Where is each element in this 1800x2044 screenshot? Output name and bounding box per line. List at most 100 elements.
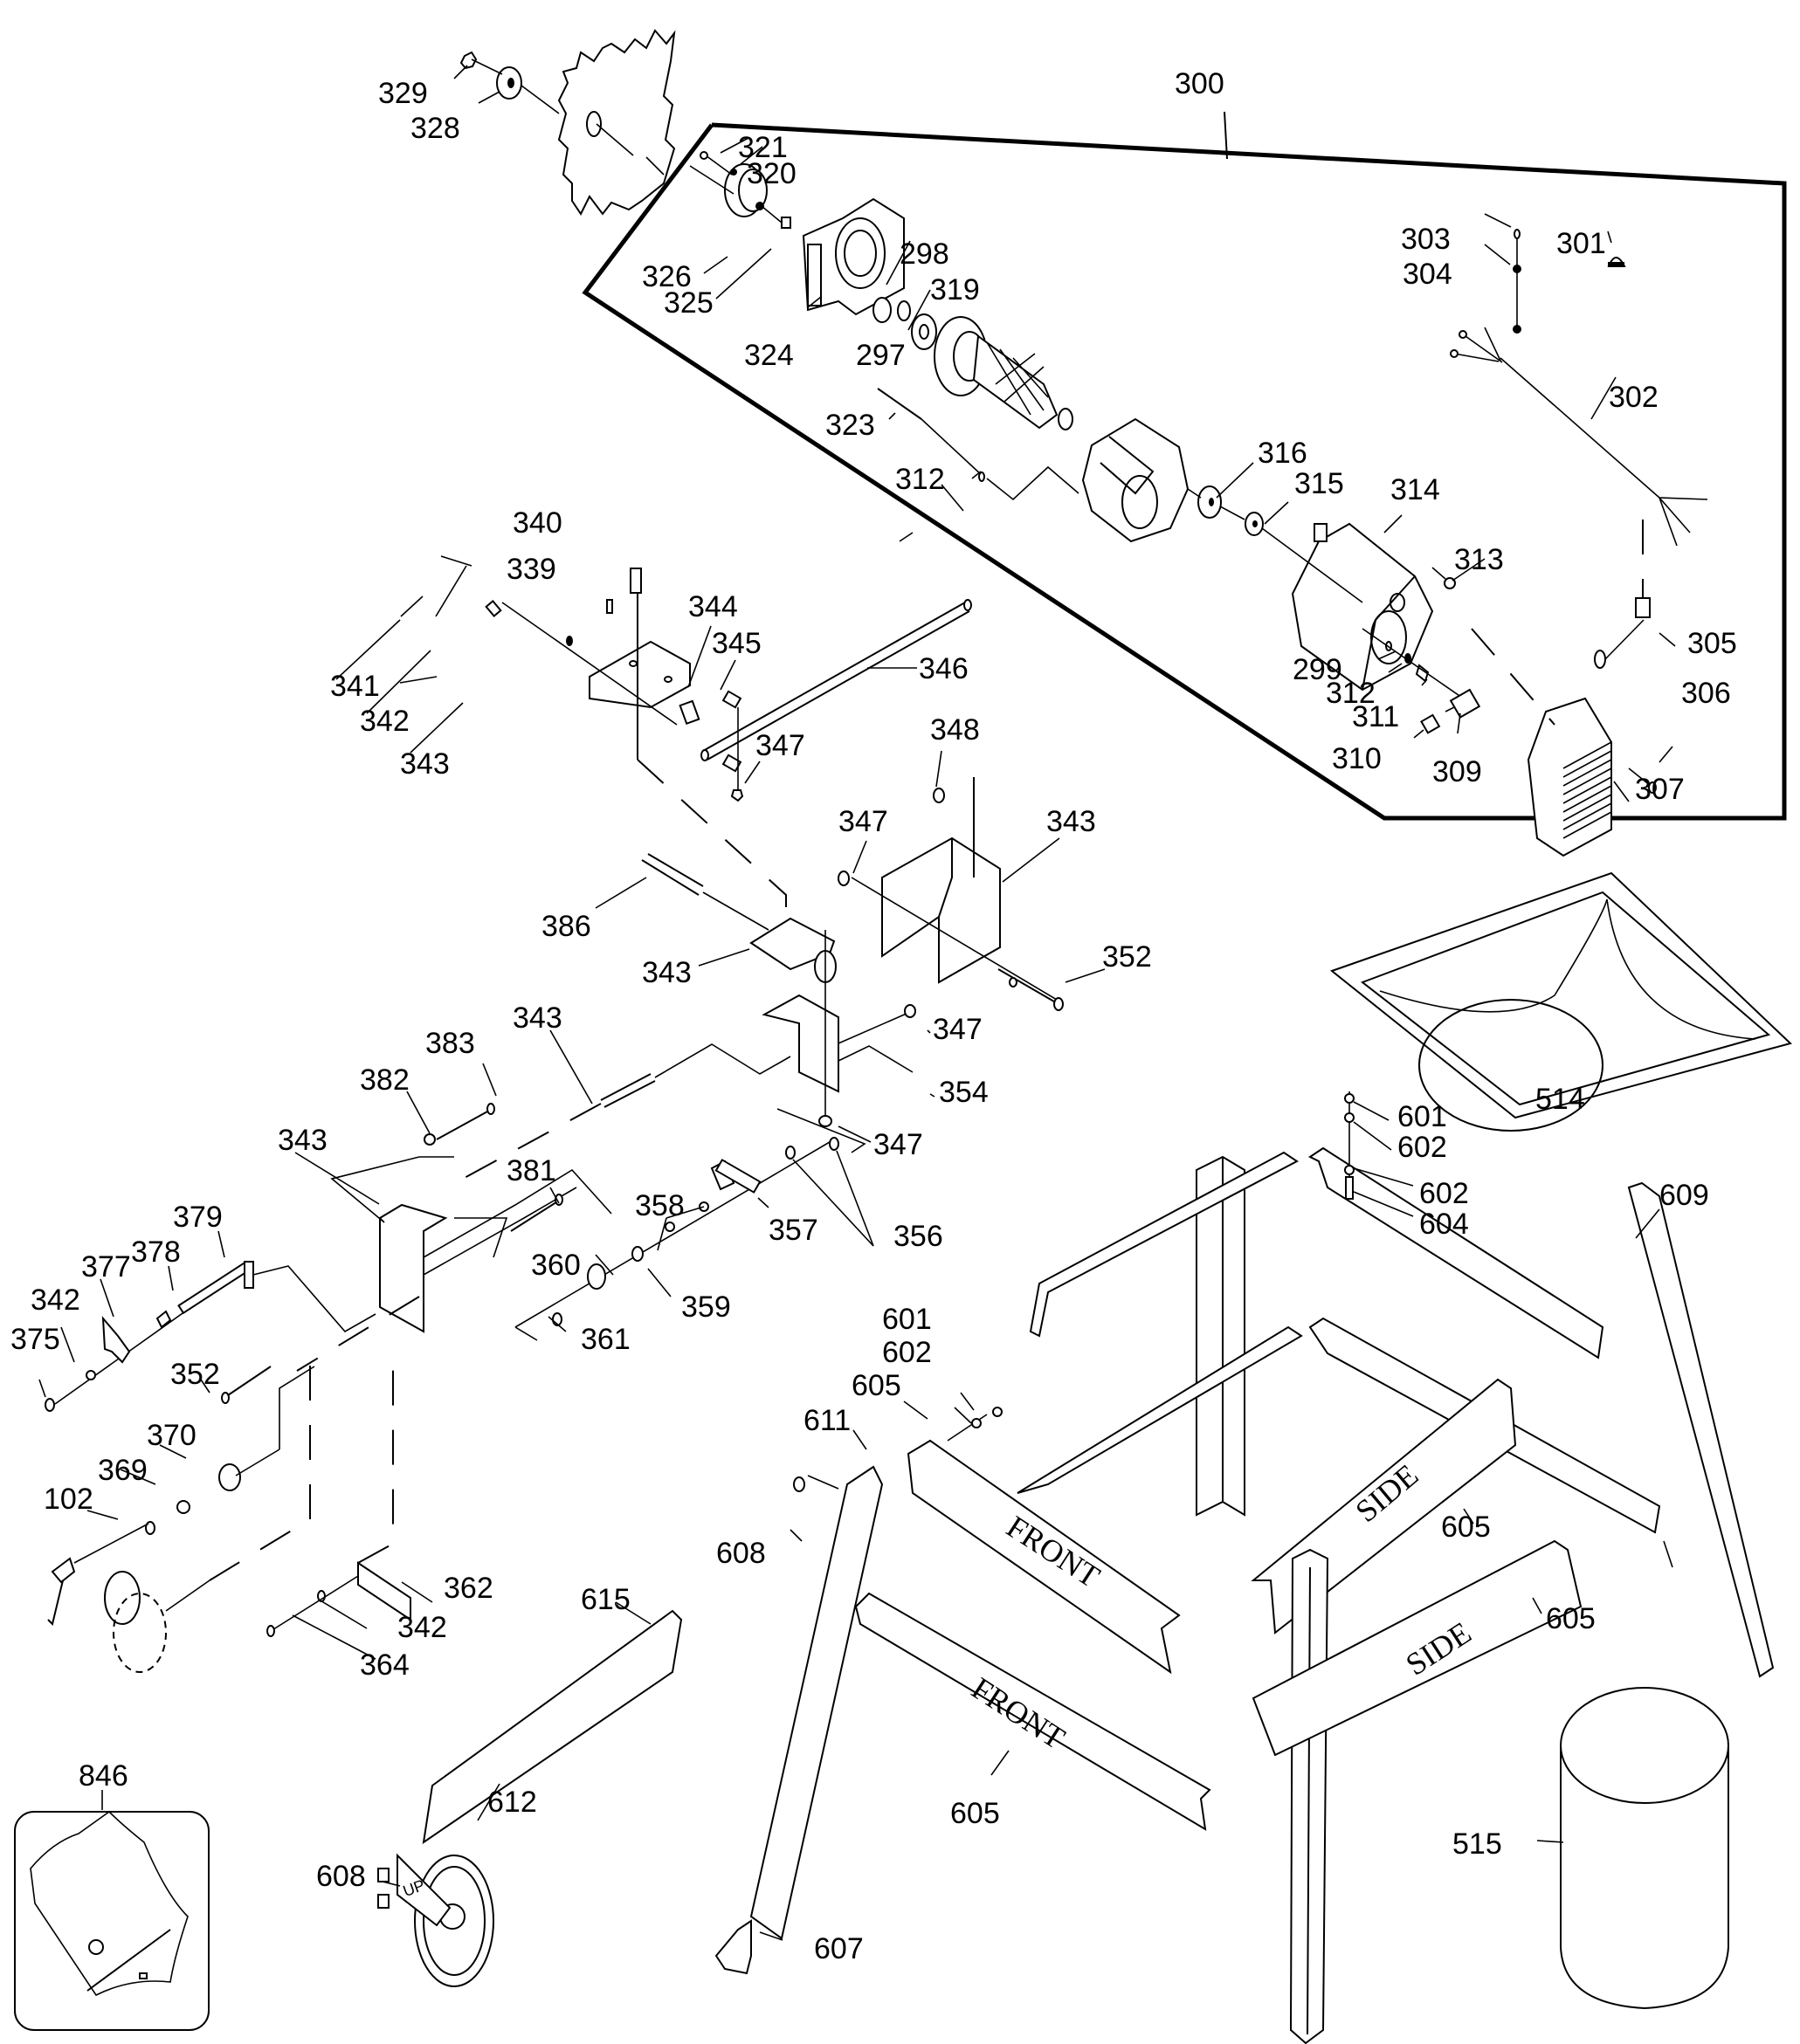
pulley — [689, 151, 768, 217]
field-stator — [1081, 417, 1190, 543]
bolt-604-stack — [1344, 1091, 1355, 1200]
bracket-343-lower — [762, 930, 916, 1153]
lever-group — [45, 1261, 376, 1412]
callout-324: 324 — [744, 339, 794, 372]
rod-386 — [641, 853, 769, 931]
plate-362 — [266, 1349, 411, 1637]
callout-602c: 602 — [882, 1336, 932, 1369]
dust-chute-514 — [1329, 871, 1792, 1132]
callout-340: 340 — [513, 506, 562, 540]
callout-343c: 343 — [642, 956, 692, 989]
callout-382: 382 — [360, 1063, 410, 1097]
rail-right-upper — [1308, 1146, 1604, 1359]
end-cap — [1471, 628, 1612, 857]
callout-305: 305 — [1687, 627, 1737, 660]
callout-313: 313 — [1454, 543, 1504, 576]
callout-615: 615 — [581, 1583, 631, 1616]
callout-347c: 347 — [933, 1013, 983, 1046]
callout-602: 602 — [1397, 1131, 1447, 1164]
clamp-344 — [679, 699, 700, 726]
motor-assembly-boundary — [582, 111, 1787, 821]
wheel-612: UP — [377, 1853, 494, 1987]
callout-321: 321 — [738, 131, 788, 164]
callout-601b: 601 — [882, 1303, 932, 1336]
callout-359: 359 — [681, 1290, 731, 1324]
callout-846: 846 — [79, 1759, 128, 1793]
bolt-341 — [485, 600, 502, 617]
callout-343: 343 — [400, 747, 450, 781]
washer-382 — [424, 1133, 436, 1146]
foot-607 — [714, 1919, 752, 1975]
callout-347: 347 — [755, 729, 805, 762]
callout-329: 329 — [378, 77, 428, 110]
callout-375: 375 — [10, 1323, 60, 1356]
kit-box-846 — [14, 1810, 210, 2031]
callout-342: 342 — [360, 705, 410, 738]
rear-leg-center — [1196, 1155, 1245, 1517]
bolt-352-upper — [997, 968, 1064, 1011]
bushing — [761, 205, 791, 229]
callout-301: 301 — [1556, 227, 1606, 260]
shaft-357-group — [514, 1137, 839, 1341]
callout-312b: 312 — [895, 463, 945, 496]
leg-609 — [1627, 1181, 1775, 1678]
wire-nut-301 — [1607, 257, 1626, 267]
callout-361: 361 — [581, 1323, 631, 1356]
callout-310: 310 — [1332, 742, 1382, 775]
callout-300: 300 — [1175, 67, 1224, 100]
terminal-303-304 — [1513, 229, 1521, 334]
strain-relief-305 — [1604, 520, 1651, 660]
callout-602b: 602 — [1419, 1177, 1469, 1210]
callout-601: 601 — [1397, 1100, 1447, 1133]
callout-364: 364 — [360, 1648, 410, 1682]
callout-605: 605 — [852, 1369, 901, 1402]
callout-345: 345 — [712, 627, 762, 660]
callout-346: 346 — [919, 652, 969, 685]
bolt-352-lower — [221, 1366, 272, 1404]
callout-604: 604 — [1419, 1208, 1469, 1241]
callout-labels: 300 301 302 303 304 305 306 307 309 310 … — [10, 67, 1737, 1965]
callout-323: 323 — [825, 409, 875, 442]
callout-319: 319 — [930, 273, 980, 306]
callout-348: 348 — [930, 713, 980, 747]
callout-379: 379 — [173, 1201, 223, 1234]
washer-342-upper — [566, 636, 573, 646]
callout-307: 307 — [1635, 773, 1685, 806]
front-leg-right — [1289, 1548, 1329, 2044]
callout-514: 514 — [1535, 1083, 1585, 1116]
spacer-370 — [218, 1366, 315, 1491]
nut-369 — [176, 1500, 190, 1514]
callout-383: 383 — [425, 1027, 475, 1060]
gear-housing — [802, 197, 905, 316]
bucket-515 — [1560, 1687, 1729, 2010]
callout-297: 297 — [856, 339, 906, 372]
callout-304: 304 — [1403, 258, 1452, 291]
callout-515: 515 — [1452, 1827, 1502, 1861]
callout-611: 611 — [803, 1404, 851, 1437]
callout-352: 352 — [1102, 940, 1152, 974]
callout-357: 357 — [769, 1214, 818, 1247]
callout-312: 312 — [1326, 677, 1376, 710]
handwheel — [47, 1349, 311, 1673]
blade-washer — [471, 58, 560, 114]
callout-612: 612 — [487, 1786, 537, 1819]
callout-302: 302 — [1609, 381, 1659, 414]
callout-298: 298 — [900, 237, 949, 271]
washers-297-298 — [872, 297, 911, 323]
callout-607: 607 — [814, 1932, 864, 1965]
callout-369: 369 — [98, 1454, 148, 1487]
callout-339: 339 — [507, 553, 556, 586]
callout-102: 102 — [44, 1483, 93, 1516]
callout-381: 381 — [507, 1154, 556, 1187]
callout-314: 314 — [1390, 473, 1440, 506]
callout-344: 344 — [688, 590, 738, 623]
washer-315 — [1245, 512, 1264, 536]
callout-343b: 343 — [1046, 805, 1096, 838]
leader-lines — [38, 65, 1676, 1941]
shaft-343 — [462, 1043, 791, 1180]
armature — [934, 316, 1073, 430]
callout-370: 370 — [147, 1419, 197, 1452]
bracket-343-left — [296, 1156, 612, 1372]
screw-381 — [510, 1194, 563, 1232]
